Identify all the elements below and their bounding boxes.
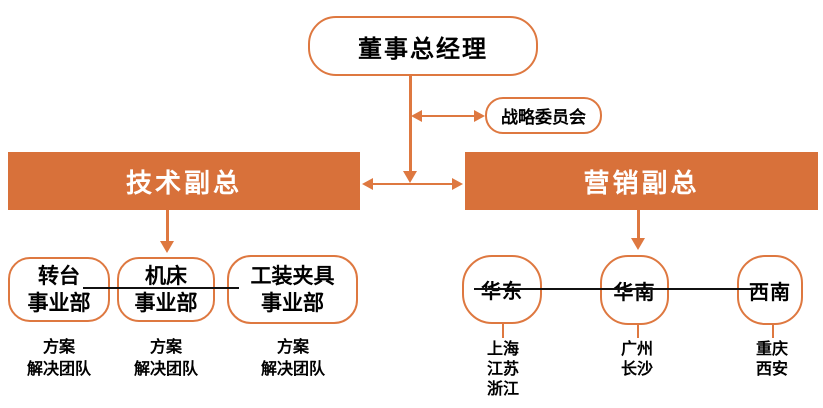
arrowhead-left-icon: [362, 178, 373, 190]
strategy-committee-box: 战略委员会: [485, 97, 602, 134]
city-line: 江苏: [486, 361, 519, 378]
region-cities-caption: 广州 长沙: [587, 340, 687, 380]
region-stub-line: [771, 323, 774, 338]
region-circle-southwest: 西南: [737, 255, 803, 325]
region-label: 华东: [481, 281, 523, 303]
vp-double-arrow-line: [371, 182, 454, 185]
city-line: 西安: [755, 361, 788, 378]
root-box-managing-director: 董事总经理: [308, 16, 538, 76]
division-connector-line: [83, 287, 239, 289]
region-cities-caption: 重庆 西安: [722, 340, 822, 380]
tech-vp-label: 技术副总: [125, 167, 242, 198]
region-stub-line: [501, 323, 504, 338]
region-label: 华南: [613, 281, 656, 304]
arrowhead-right-icon: [474, 110, 485, 122]
region-circle-south-china: 华南: [600, 255, 669, 325]
region-cities-caption: 上海 江苏 浙江: [453, 340, 553, 400]
division-name-line: 工装夹具: [250, 264, 335, 288]
division-box-fixture: 工装夹具 事业部: [227, 255, 358, 324]
division-team-caption: 方案 解决团队: [9, 337, 109, 381]
city-line: 重庆: [755, 341, 788, 358]
division-name-line: 事业部: [261, 291, 324, 315]
city-line: 浙江: [486, 381, 519, 398]
root-trunk-line: [408, 76, 412, 171]
sales-trunk-line: [636, 210, 640, 238]
arrowhead-down-icon: [403, 171, 417, 183]
team-caption-line: 解决团队: [26, 361, 91, 378]
division-name-line: 机床: [145, 264, 187, 288]
division-box-rotary-table: 转台 事业部: [8, 257, 110, 322]
tech-trunk-line: [166, 210, 169, 241]
division-name-line: 事业部: [27, 291, 91, 315]
division-name-line: 事业部: [134, 291, 198, 315]
team-caption-line: 方案: [42, 339, 75, 356]
region-label: 西南: [749, 281, 791, 304]
team-caption-line: 解决团队: [133, 361, 198, 378]
division-name-line: 转台: [38, 264, 80, 288]
division-box-machine-tool: 机床 事业部: [117, 257, 215, 322]
division-team-caption: 方案 解决团队: [116, 337, 216, 381]
arrowhead-down-icon: [630, 238, 645, 250]
root-label: 董事总经理: [358, 35, 488, 63]
arrowhead-down-icon: [160, 241, 174, 253]
team-caption-line: 方案: [276, 339, 309, 356]
arrowhead-left-icon: [411, 110, 422, 122]
tech-vp-banner: 技术副总: [8, 152, 360, 210]
city-line: 上海: [486, 341, 519, 358]
sales-vp-banner: 营销副总: [465, 152, 818, 210]
sales-vp-label: 营销副总: [583, 167, 700, 198]
division-team-caption: 方案 解决团队: [243, 337, 343, 381]
city-line: 广州: [620, 341, 653, 358]
committee-label: 战略委员会: [501, 108, 586, 127]
region-connector-line: [474, 288, 752, 290]
arrowhead-right-icon: [452, 178, 463, 190]
committee-double-arrow-line: [413, 114, 477, 117]
city-line: 长沙: [620, 361, 653, 378]
team-caption-line: 方案: [149, 339, 182, 356]
region-stub-line: [636, 323, 639, 338]
team-caption-line: 解决团队: [260, 361, 325, 378]
